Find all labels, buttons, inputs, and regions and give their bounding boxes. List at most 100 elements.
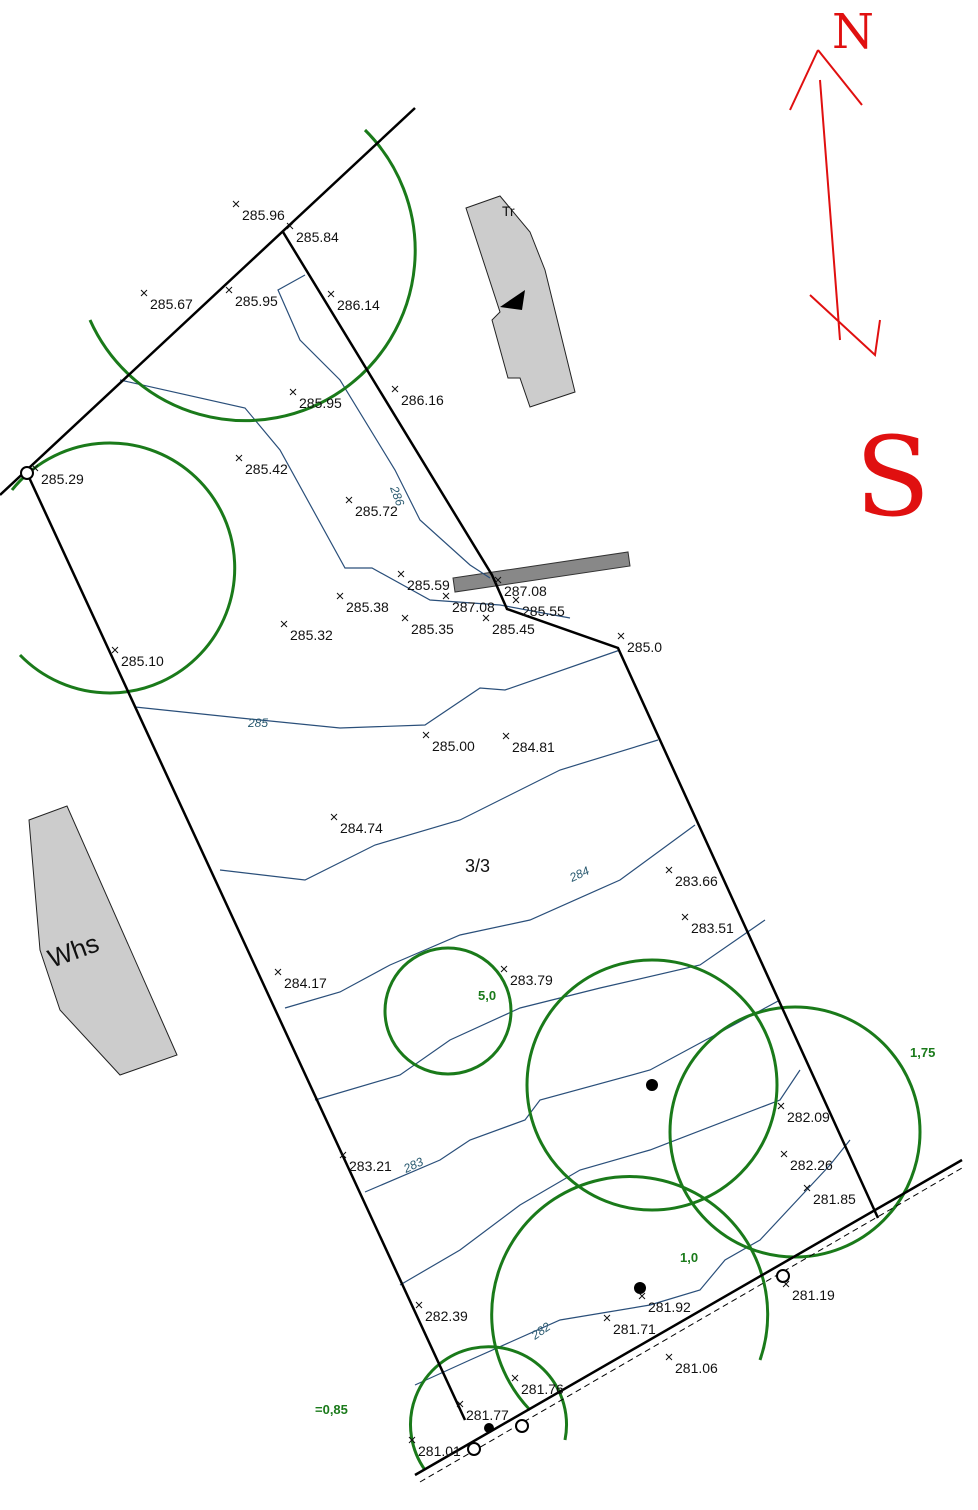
survey-point-icon (289, 388, 297, 396)
tree-label: 1,0 (680, 1250, 698, 1265)
survey-point-icon (456, 1400, 464, 1408)
elevation-label: 282.09 (787, 1109, 830, 1125)
contour-label: 283 (400, 1154, 425, 1176)
elevation-label: 281.01 (418, 1443, 461, 1459)
survey-point-icon (665, 866, 673, 874)
survey-point-icon (442, 592, 450, 600)
tree-trunk-icon (634, 1282, 646, 1294)
elevation-label: 285.10 (121, 653, 164, 669)
contour-label: 286 (387, 483, 407, 508)
survey-point-icon (327, 290, 335, 298)
elevation-label: 285.00 (432, 738, 475, 754)
survey-point-icon (777, 1102, 785, 1110)
compass-north: N (832, 4, 874, 60)
survey-point-icon (225, 286, 233, 294)
survey-point-icon (665, 1353, 673, 1361)
survey-point-icon (803, 1184, 811, 1192)
compass-arrow-icon (789, 49, 881, 358)
elevation-label: 285.35 (411, 621, 454, 637)
house-building (28, 805, 178, 1076)
parcel-number: 3/3 (465, 856, 490, 876)
elevation-label: 284.74 (340, 820, 383, 836)
elevation-label: 283.66 (675, 873, 718, 889)
elevation-label: 285.38 (346, 599, 389, 615)
survey-point-icon (31, 464, 39, 472)
elevation-label: 285.72 (355, 503, 398, 519)
survey-point-icon (780, 1150, 788, 1158)
elevation-label: 283.21 (349, 1158, 392, 1174)
contour-label: 282 (528, 1319, 554, 1343)
survey-point-icon (603, 1314, 611, 1322)
elevation-label: 281.06 (675, 1360, 718, 1376)
compass-south: S (855, 413, 930, 541)
elevation-label: 285.96 (242, 207, 285, 223)
elevation-label: 284.17 (284, 975, 327, 991)
elevation-label: 283.79 (510, 972, 553, 988)
survey-point-icon (512, 596, 520, 604)
survey-point-icon (782, 1280, 790, 1288)
parcel-boundary (0, 107, 963, 1477)
survey-point-icon (401, 614, 409, 622)
direction-arrow-icon (500, 290, 525, 310)
survey-point-icon (415, 1301, 423, 1309)
elevation-label: 284.81 (512, 739, 555, 755)
tree-label: 1,75 (910, 1045, 935, 1060)
elevation-label: 283.51 (691, 920, 734, 936)
survey-point-icon (336, 592, 344, 600)
elevation-label: 287.08 (504, 583, 547, 599)
elevation-label: 285.55 (522, 603, 565, 619)
elevation-label: 281.19 (792, 1287, 835, 1303)
survey-point-icon (681, 913, 689, 921)
tree-label: =0,85 (315, 1402, 348, 1417)
survey-point-icon (482, 614, 490, 622)
survey-point-icon (617, 632, 625, 640)
boundary-markers (20, 466, 790, 1456)
elevation-label: 286.16 (401, 392, 444, 408)
contour-label: 284 (566, 863, 591, 885)
survey-point-icon (511, 1374, 519, 1382)
survey-point-icon (111, 646, 119, 654)
survey-point-icon (286, 222, 294, 230)
elevation-label: 281.71 (613, 1321, 656, 1337)
tree-canopies (10, 128, 922, 1471)
survey-point-icon (330, 813, 338, 821)
survey-point-icon (140, 289, 148, 297)
survey-point-icon (422, 731, 430, 739)
elevation-label: 285.45 (492, 621, 535, 637)
tree-label: 5,0 (478, 988, 496, 1003)
elevation-label: 281.76 (521, 1381, 564, 1397)
survey-point-icon (280, 620, 288, 628)
elevation-label: 285.67 (150, 296, 193, 312)
elevation-label: 285.59 (407, 577, 450, 593)
survey-point-icon (345, 496, 353, 504)
elevation-label: 281.77 (466, 1407, 509, 1423)
elevation-label: 285.29 (41, 471, 84, 487)
shed-label: Tr (502, 203, 515, 219)
survey-point-icon (502, 732, 510, 740)
elevation-label: 287.08 (452, 599, 495, 615)
elevation-label: 285.95 (299, 395, 342, 411)
elevation-label: 281.85 (813, 1191, 856, 1207)
survey-point-icon (274, 968, 282, 976)
elevation-label: 286.14 (337, 297, 380, 313)
elevation-label: 285.0 (627, 639, 662, 655)
survey-point-icon (235, 454, 243, 462)
elevation-label: 285.84 (296, 229, 339, 245)
contour-lines (119, 274, 851, 1386)
elevation-label: 285.32 (290, 627, 333, 643)
survey-point-icon (494, 576, 502, 584)
elevation-label: 285.95 (235, 293, 278, 309)
survey-point-icon (408, 1436, 416, 1444)
elevation-label: 282.39 (425, 1308, 468, 1324)
survey-point-icon (391, 385, 399, 393)
elevation-label: 285.42 (245, 461, 288, 477)
survey-point-icon (339, 1151, 347, 1159)
road-edge (419, 1167, 963, 1483)
elevation-label: 281.92 (648, 1299, 691, 1315)
wall-bar (452, 551, 631, 593)
tree-trunk-icon (646, 1079, 658, 1091)
survey-point-icon (397, 570, 405, 578)
contour-label: 285 (247, 716, 268, 730)
survey-point-icon (232, 200, 240, 208)
